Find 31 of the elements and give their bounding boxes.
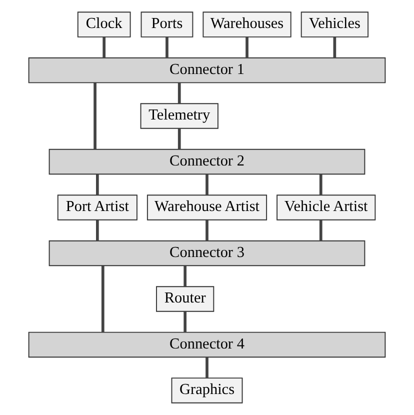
connector [96, 174, 99, 196]
connector [206, 357, 208, 378]
node-box: Connector 4 [28, 332, 386, 358]
connector [101, 266, 104, 332]
connector [178, 82, 181, 104]
connector [206, 174, 208, 196]
connector [333, 37, 336, 58]
connector [184, 311, 187, 332]
node-box: Connector 3 [48, 240, 366, 266]
node-box: Ports [140, 12, 194, 38]
node-box: Graphics [171, 378, 243, 404]
node-box: Telemetry [140, 103, 218, 129]
connector [102, 37, 106, 58]
node-box: Router [156, 286, 214, 312]
connector [206, 220, 208, 241]
node-box: Warehouse Artist [146, 194, 268, 220]
connector [184, 266, 187, 286]
node-box: Port Artist [57, 194, 138, 220]
node-box: Connector 2 [48, 148, 366, 175]
node-box: Connector 1 [28, 57, 386, 84]
connector [178, 128, 181, 150]
connector [246, 37, 248, 58]
node-box: Vehicle Artist [276, 194, 376, 220]
node-box: Clock [77, 12, 131, 38]
connector [319, 174, 322, 196]
connector [166, 37, 168, 58]
connector [94, 83, 96, 150]
connector [96, 220, 99, 241]
connector [319, 220, 322, 241]
node-box: Vehicles [300, 12, 369, 38]
node-box: Warehouses [202, 12, 292, 38]
